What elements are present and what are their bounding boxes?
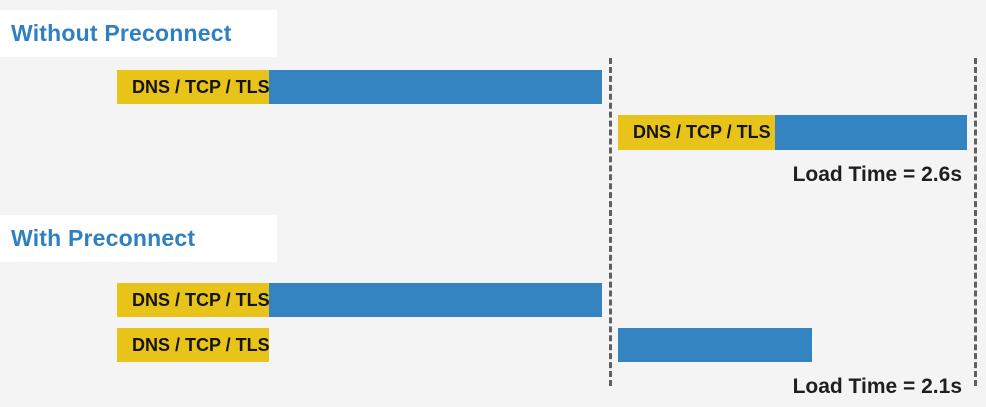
bar-segment-load [269, 70, 602, 104]
bar-segment-connect: DNS / TCP / TLS [618, 115, 775, 150]
bar-segment-load [618, 328, 812, 362]
section-heading-with: With Preconnect [11, 225, 196, 251]
bar-segment-connect: DNS / TCP / TLS [117, 283, 270, 317]
timeline-dashed-line-right [974, 58, 977, 386]
bar-row-with-1: DNS / TCP / TLS [117, 283, 602, 317]
section-heading-without: Without Preconnect [11, 20, 232, 46]
bar-row-without-1: DNS / TCP / TLS [117, 70, 602, 104]
bar-segment-connect: DNS / TCP / TLS [117, 70, 270, 104]
load-time-label-with: Load Time = 2.1s [792, 375, 962, 398]
bar-segment-load [775, 115, 967, 150]
bar-row-with-2-connect: DNS / TCP / TLS [117, 328, 270, 362]
section-heading-box-without: Without Preconnect [0, 10, 277, 57]
bar-segment-connect: DNS / TCP / TLS [117, 328, 270, 362]
section-heading-box-with: With Preconnect [0, 215, 277, 262]
bar-row-with-2-load [618, 328, 812, 362]
timeline-dashed-line-left [609, 58, 612, 386]
load-time-label-without: Load Time = 2.6s [792, 163, 962, 186]
bar-row-without-2: DNS / TCP / TLS [618, 115, 967, 150]
bar-segment-load [269, 283, 602, 317]
